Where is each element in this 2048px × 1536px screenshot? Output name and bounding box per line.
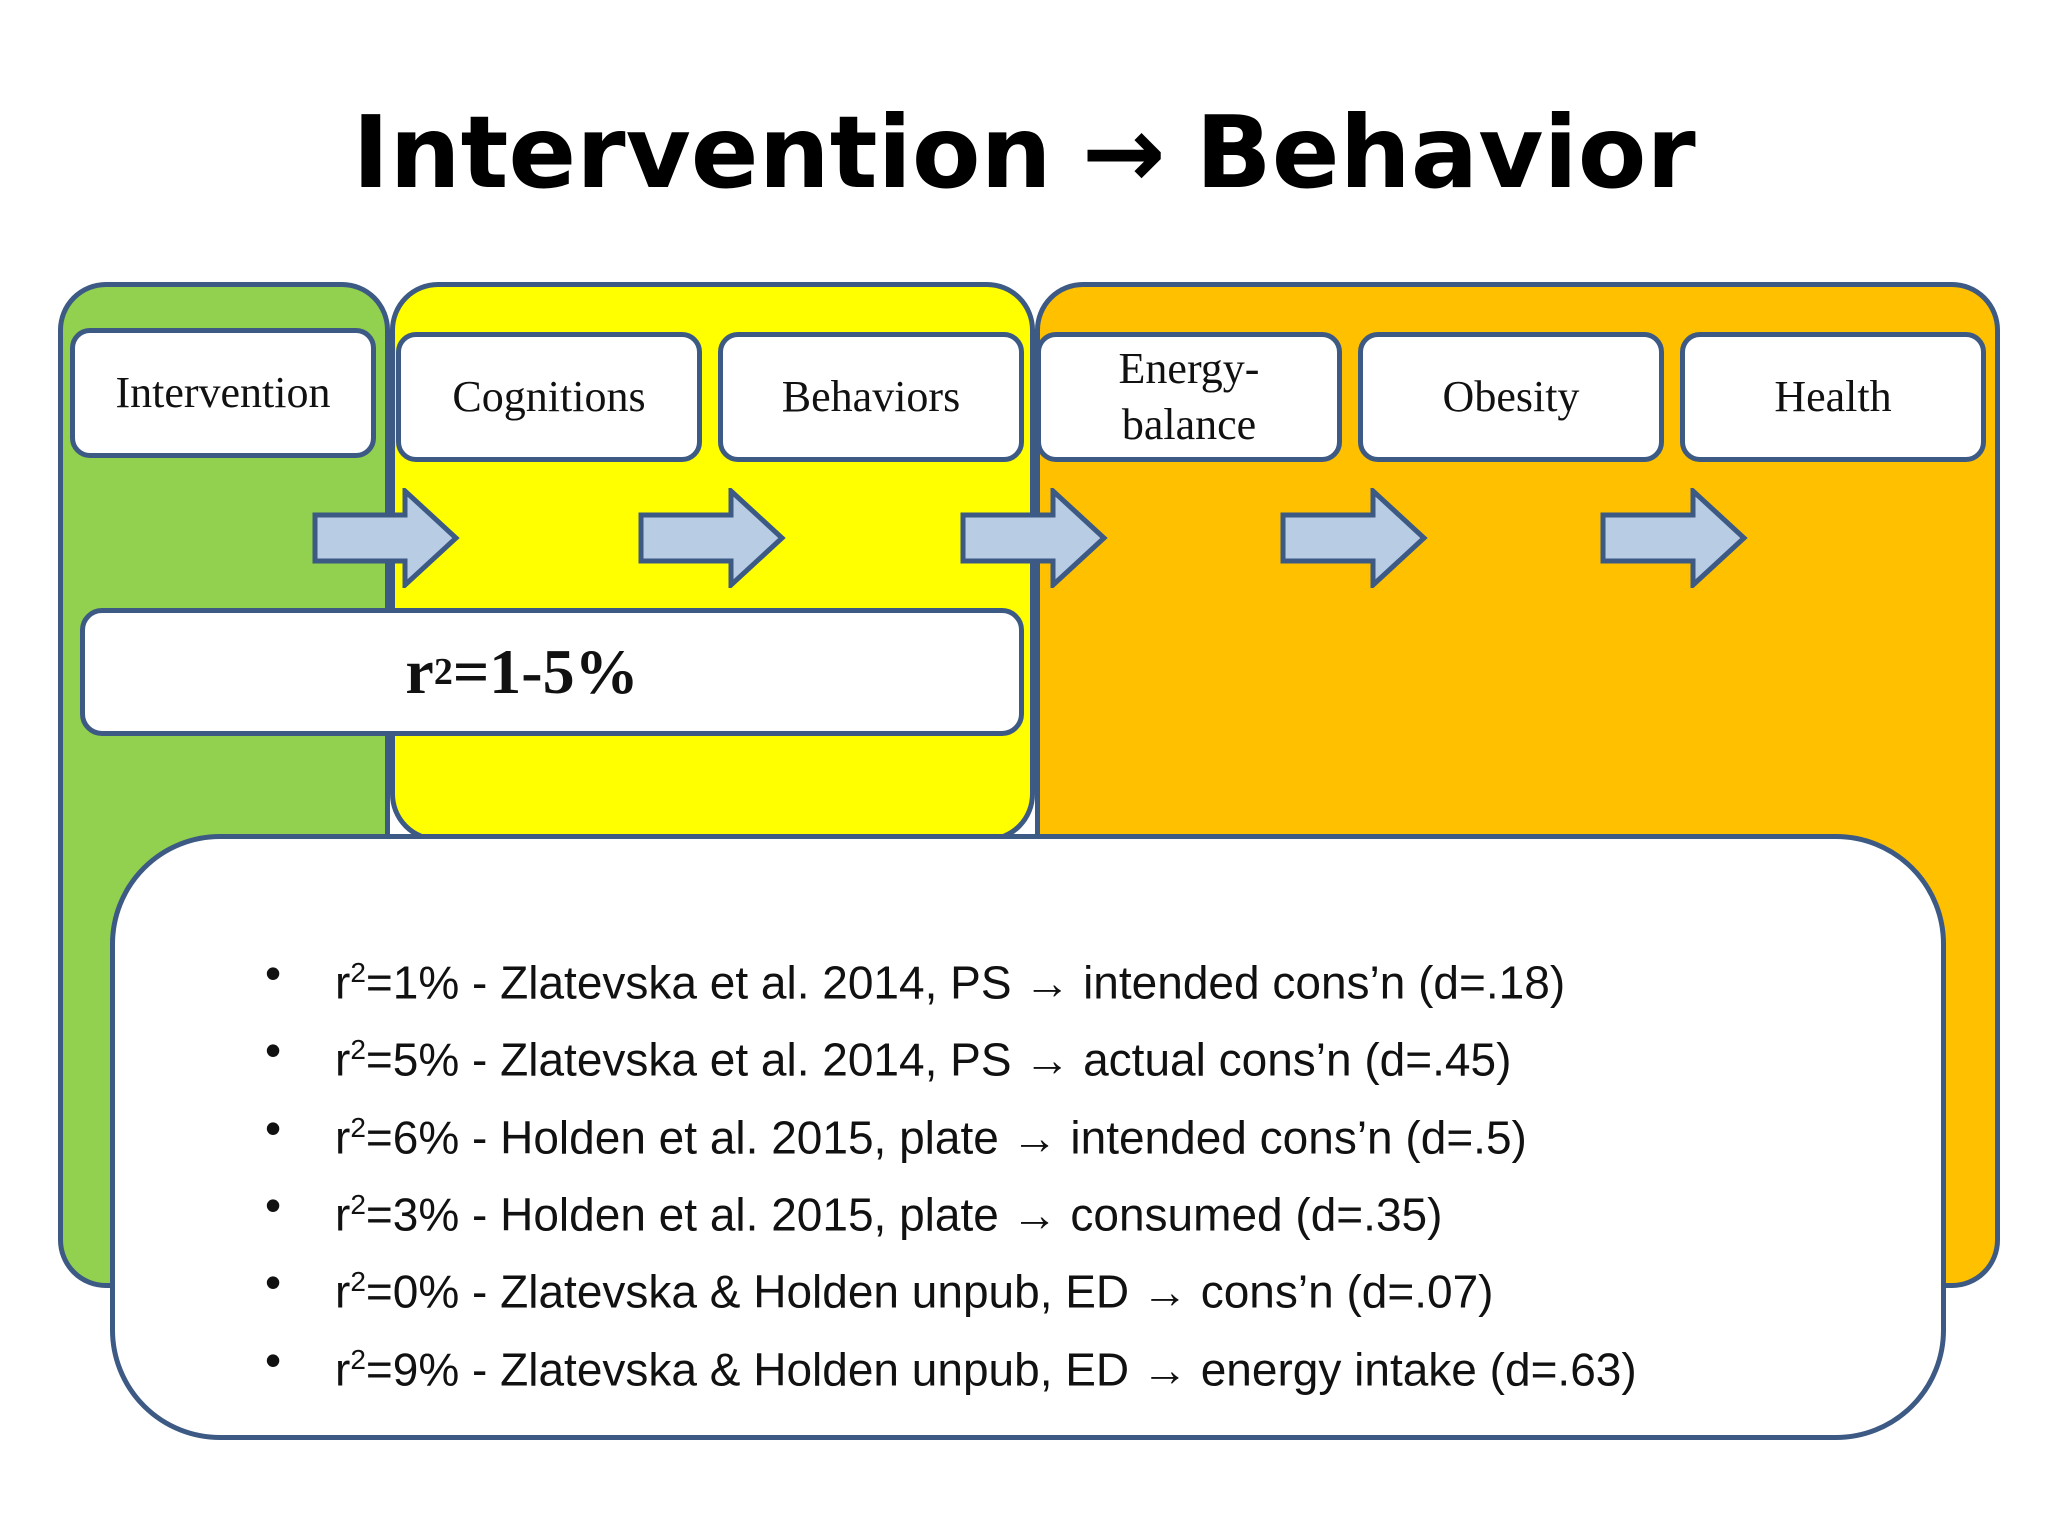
stage-label: Obesity: [1442, 372, 1580, 421]
bullet-icon: •: [265, 1024, 282, 1077]
finding-prefix: r: [335, 1110, 351, 1163]
bullet-icon: •: [265, 1256, 282, 1309]
finding-text: =6% - Holden et al. 2015, plate → intend…: [365, 1110, 1527, 1163]
bullet-icon: •: [265, 1178, 282, 1231]
stage-behaviors: Behaviors: [718, 332, 1024, 462]
finding-sup: 2: [350, 1034, 366, 1066]
bullet-icon: •: [265, 1101, 282, 1154]
stage-obesity: Obesity: [1358, 332, 1664, 462]
flow-arrow-icon: [638, 488, 786, 588]
slide-title: Intervention→Behavior: [0, 88, 2048, 218]
title-arrow-icon: →: [1081, 94, 1166, 211]
finding-item: • r2=6% - Holden et al. 2015, plate → int…: [115, 1094, 1637, 1171]
finding-sup: 2: [350, 1266, 366, 1298]
finding-item: • r2=1% - Zlatevska et al. 2014, PS → int…: [115, 939, 1637, 1016]
finding-prefix: r: [335, 1033, 351, 1086]
findings-list: •r2=1% - Zlatevska et al. 2014, PS → int…: [115, 939, 1637, 1403]
finding-text: =1% - Zlatevska et al. 2014, PS → intend…: [365, 956, 1566, 1009]
flow-arrow-icon: [1600, 488, 1748, 588]
finding-text: =5% - Zlatevska et al. 2014, PS → actual…: [365, 1033, 1512, 1086]
r2-prefix: r: [405, 636, 434, 707]
bullet-icon: •: [265, 947, 282, 999]
finding-sup: 2: [350, 1343, 366, 1375]
title-right: Behavior: [1195, 94, 1696, 211]
finding-prefix: r: [335, 956, 351, 1009]
r2-superscript: 2: [433, 651, 453, 693]
bullet-icon: •: [265, 1333, 282, 1386]
flow-arrow-icon: [312, 488, 460, 588]
finding-prefix: r: [335, 1342, 351, 1395]
finding-prefix: r: [335, 1188, 351, 1241]
stage-cognitions: Cognitions: [396, 332, 702, 462]
stage-intervention: Intervention: [70, 328, 376, 458]
finding-item: • r2=9% - Zlatevska & Holden unpub, ED → …: [115, 1326, 1637, 1403]
findings-panel: •r2=1% - Zlatevska et al. 2014, PS → int…: [110, 834, 1946, 1440]
finding-text: =3% - Holden et al. 2015, plate → consum…: [365, 1188, 1443, 1241]
stage-label: Behaviors: [781, 372, 961, 421]
flow-arrow-icon: [960, 488, 1108, 588]
finding-sup: 2: [350, 957, 366, 988]
flow-arrow-icon: [1280, 488, 1428, 588]
title-left: Intervention: [352, 94, 1052, 211]
stage-label: Health: [1774, 372, 1892, 421]
stage-energy-balance: Energy- balance: [1036, 332, 1342, 462]
finding-sup: 2: [350, 1188, 366, 1220]
finding-text: =9% - Zlatevska & Holden unpub, ED → ene…: [365, 1342, 1637, 1395]
stage-health: Health: [1680, 332, 1986, 462]
r2-suffix: =1-5%: [452, 636, 639, 707]
finding-sup: 2: [350, 1111, 366, 1143]
finding-prefix: r: [335, 1265, 351, 1318]
stage-label: Intervention: [115, 368, 331, 417]
stage-label: Cognitions: [452, 372, 646, 421]
finding-text: =0% - Zlatevska & Holden unpub, ED → con…: [365, 1265, 1494, 1318]
finding-item: • r2=5% - Zlatevska et al. 2014, PS → act…: [115, 1016, 1637, 1093]
finding-item: • r2=3% - Holden et al. 2015, plate → con…: [115, 1171, 1637, 1248]
finding-item: • r2=0% - Zlatevska & Holden unpub, ED → …: [115, 1248, 1637, 1325]
stage-label: Energy- balance: [1118, 344, 1260, 449]
